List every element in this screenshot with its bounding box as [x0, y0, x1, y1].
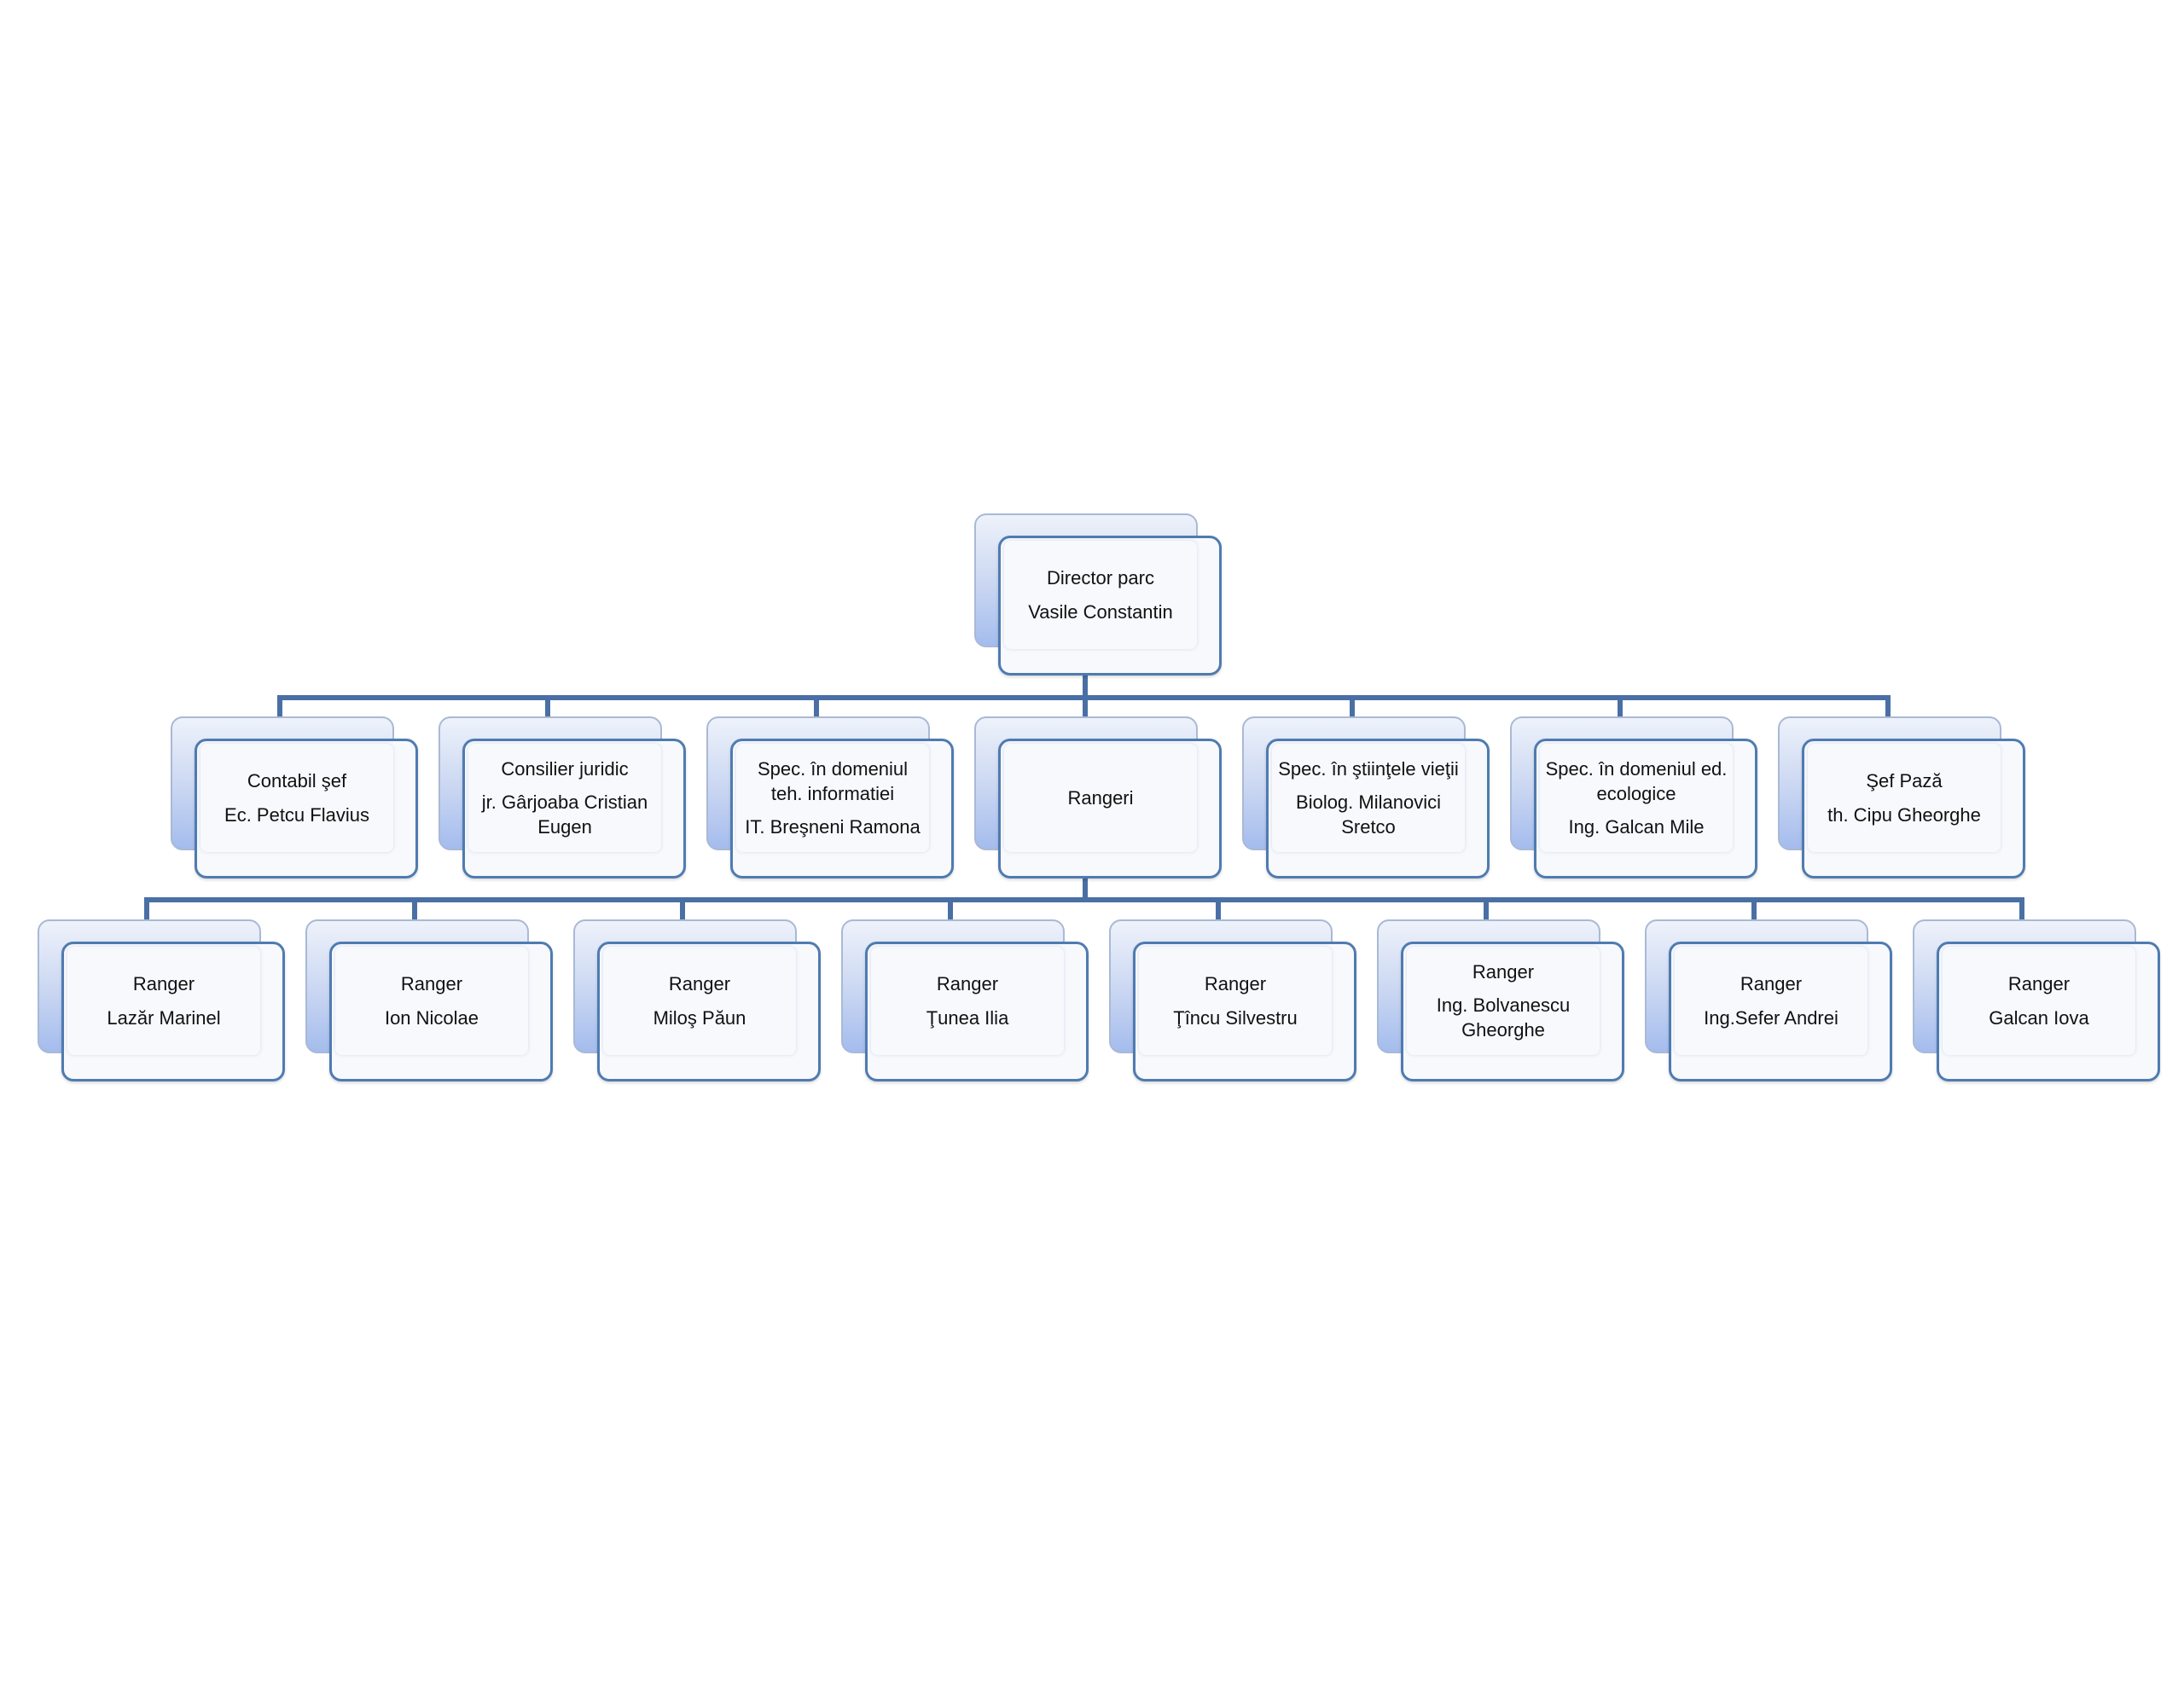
node-ranger-3: Ranger Miloş Păun [573, 919, 822, 1081]
node-title: Ranger [1472, 960, 1535, 983]
node-title: Ranger [668, 973, 731, 995]
node-person-name: Ţunea Ilia [926, 1006, 1009, 1029]
node-title: Ranger [2007, 973, 2071, 995]
node-consilier-juridic: Consilier juridic jr. Gârjoaba Cristian … [439, 716, 688, 878]
node-spec-ed-ecologice: Spec. în domeniul ed. ecologice Ing. Gal… [1510, 716, 1759, 878]
node-person-name: Ing. Galcan Mile [1568, 816, 1705, 838]
node-title: Şef Pază [1866, 770, 1943, 792]
node-title: Ranger [1204, 973, 1267, 995]
node-person-name: Ţîncu Silvestru [1173, 1006, 1298, 1029]
node-contabil-sef: Contabil şef Ec. Petcu Flavius [171, 716, 420, 878]
node-title: Ranger [936, 973, 999, 995]
node-ranger-1: Ranger Lazăr Marinel [38, 919, 287, 1081]
node-ranger-4: Ranger Ţunea Ilia [841, 919, 1090, 1081]
node-person-name: IT. Breşneni Ramona [745, 816, 921, 838]
node-rangeri: Rangeri [974, 716, 1223, 878]
node-title: Director parc [1047, 567, 1154, 589]
node-ranger-6: Ranger Ing. Bolvanescu Gheorghe [1377, 919, 1626, 1081]
node-person-name: Ing.Sefer Andrei [1704, 1006, 1838, 1029]
node-person-name: th. Cipu Gheorghe [1827, 803, 1981, 826]
node-title: Rangeri [1067, 786, 1134, 809]
node-title: Ranger [1740, 973, 1803, 995]
node-title: Spec. în ştiinţele vieţii [1278, 757, 1459, 780]
node-title: Contabil şef [247, 770, 347, 792]
node-person-name: jr. Gârjoaba Cristian Eugen [481, 791, 648, 838]
node-person-name: Vasile Constantin [1028, 600, 1173, 623]
node-person-name: Lazăr Marinel [107, 1006, 221, 1029]
node-person-name: Miloş Păun [653, 1006, 746, 1029]
node-title: Spec. în domeniul teh. informatiei [757, 757, 909, 804]
node-ranger-2: Ranger Ion Nicolae [305, 919, 555, 1081]
node-spec-stiintele-vietii: Spec. în ştiinţele vieţii Biolog. Milano… [1242, 716, 1491, 878]
node-title: Consilier juridic [501, 757, 629, 780]
node-title: Ranger [132, 973, 195, 995]
node-spec-it: Spec. în domeniul teh. informatiei IT. B… [706, 716, 956, 878]
node-title: Ranger [400, 973, 463, 995]
node-person-name: Galcan Iova [1989, 1006, 2089, 1029]
node-person-name: Ing. Bolvanescu Gheorghe [1436, 994, 1571, 1041]
node-sef-paza: Şef Pază th. Cipu Gheorghe [1778, 716, 2027, 878]
node-person-name: Ec. Petcu Flavius [224, 803, 369, 826]
node-director: Director parc Vasile Constantin [974, 513, 1223, 675]
node-person-name: Ion Nicolae [384, 1006, 479, 1029]
node-ranger-5: Ranger Ţîncu Silvestru [1109, 919, 1358, 1081]
node-person-name: Biolog. Milanovici Sretco [1296, 791, 1441, 838]
node-title: Spec. în domeniul ed. ecologice [1545, 757, 1728, 804]
node-ranger-7: Ranger Ing.Sefer Andrei [1645, 919, 1894, 1081]
node-ranger-8: Ranger Galcan Iova [1913, 919, 2162, 1081]
